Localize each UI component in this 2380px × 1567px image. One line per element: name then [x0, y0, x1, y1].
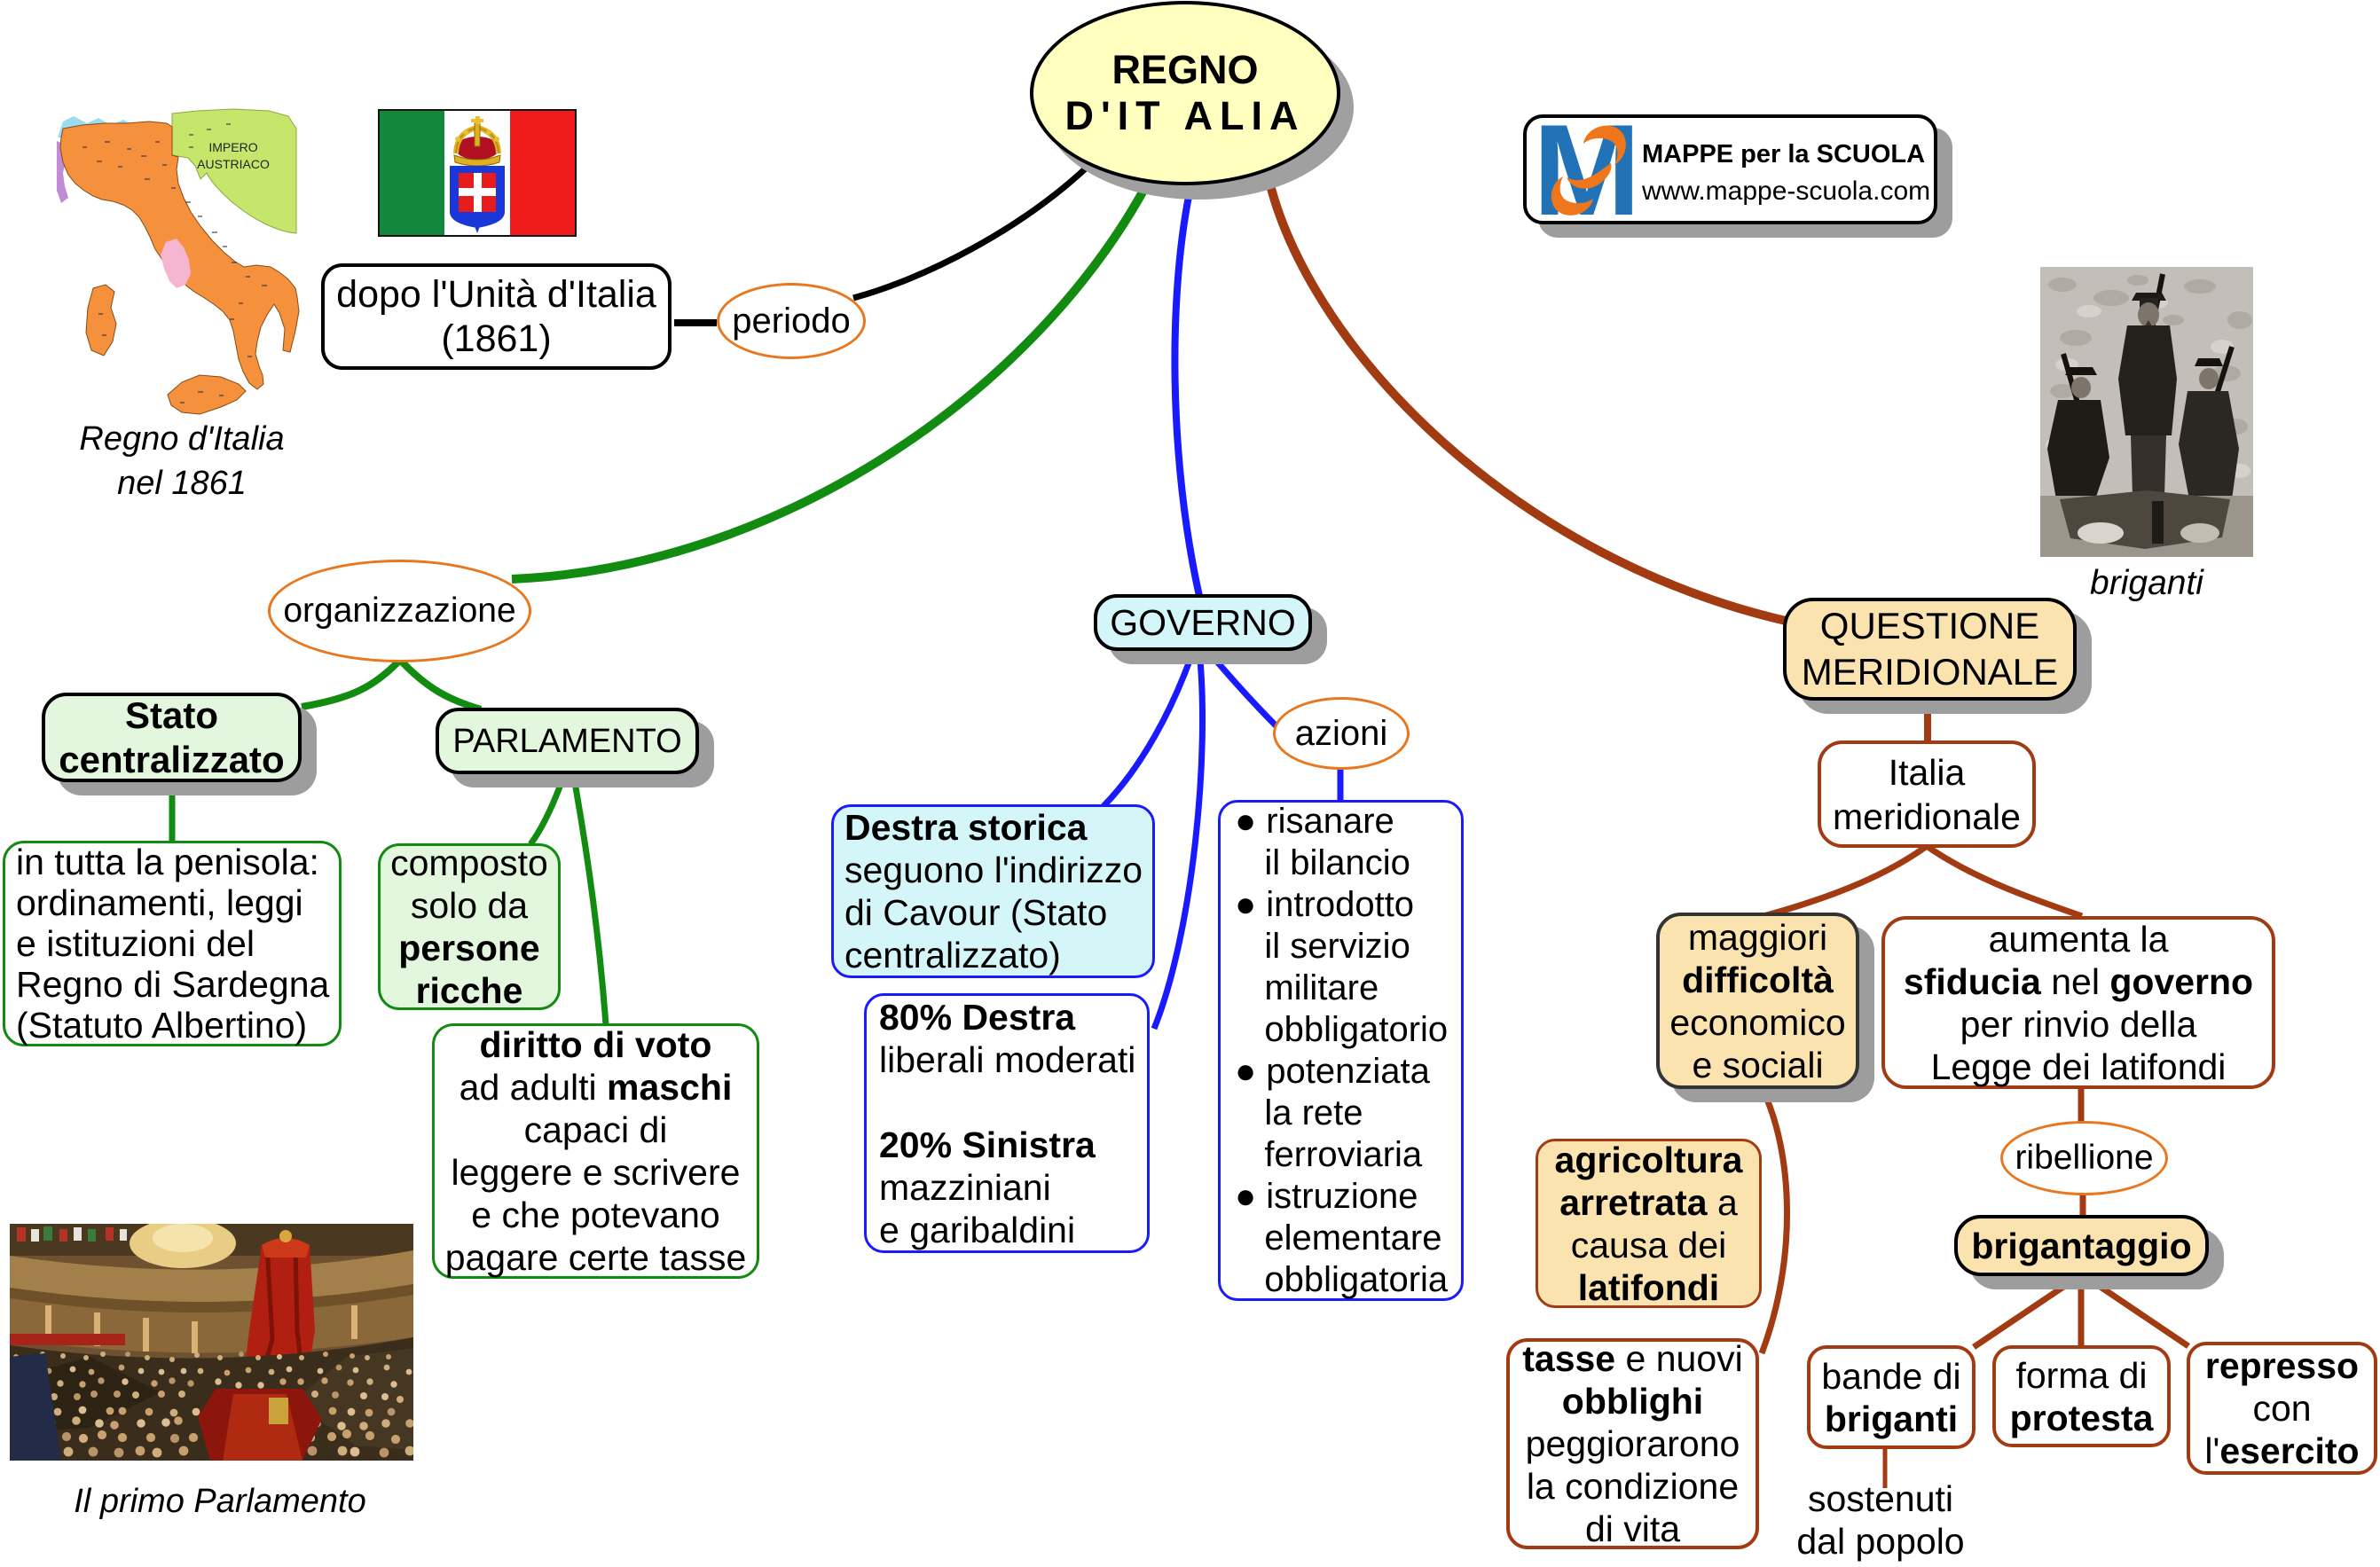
svg-text:www.mappe-scuola.com: www.mappe-scuola.com	[1641, 176, 1930, 206]
svg-text:AUSTRIACO: AUSTRIACO	[197, 157, 270, 171]
svg-text:IMPERO: IMPERO	[208, 140, 257, 154]
svg-text:MAPPE per la SCUOLA: MAPPE per la SCUOLA	[1642, 140, 1925, 168]
